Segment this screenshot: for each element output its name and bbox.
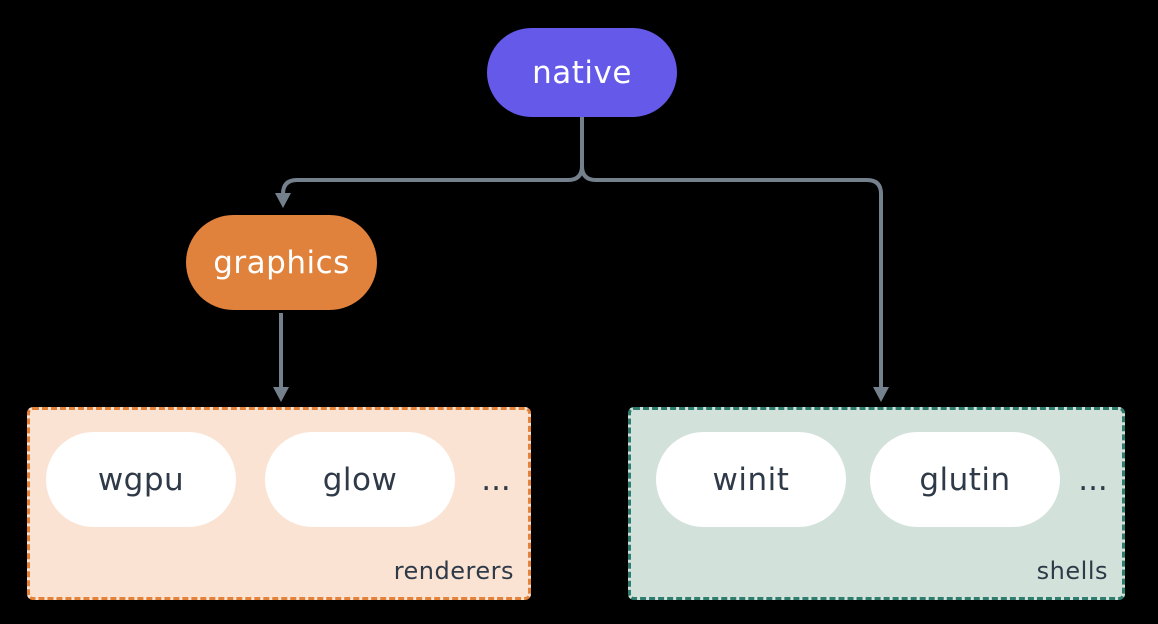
node-native-label: native	[532, 54, 632, 91]
pill-glutin-label: glutin	[919, 461, 1011, 498]
group-shells: winit glutin ... shells	[628, 407, 1125, 600]
group-renderers: wgpu glow ... renderers	[27, 407, 531, 600]
pill-glow-label: glow	[322, 461, 398, 498]
arrowhead-native-graphics	[275, 193, 291, 208]
pill-glow: glow	[265, 432, 455, 527]
edge-native-shells	[580, 117, 883, 389]
shells-group-label: shells	[1036, 557, 1108, 585]
pill-glutin: glutin	[870, 432, 1060, 527]
pill-wgpu-label: wgpu	[97, 461, 185, 498]
arrowhead-graphics-renderers	[273, 387, 289, 402]
shells-ellipsis: ...	[1078, 461, 1108, 498]
pill-winit: winit	[656, 432, 846, 527]
node-graphics: graphics	[186, 215, 377, 310]
pill-wgpu: wgpu	[46, 432, 236, 527]
renderers-ellipsis: ...	[481, 461, 511, 498]
arrowhead-native-shells	[873, 387, 889, 402]
node-native: native	[487, 28, 677, 117]
node-graphics-label: graphics	[213, 244, 350, 281]
pill-winit-label: winit	[712, 461, 790, 498]
renderers-group-label: renderers	[393, 557, 514, 585]
edge-native-graphics	[281, 117, 584, 195]
